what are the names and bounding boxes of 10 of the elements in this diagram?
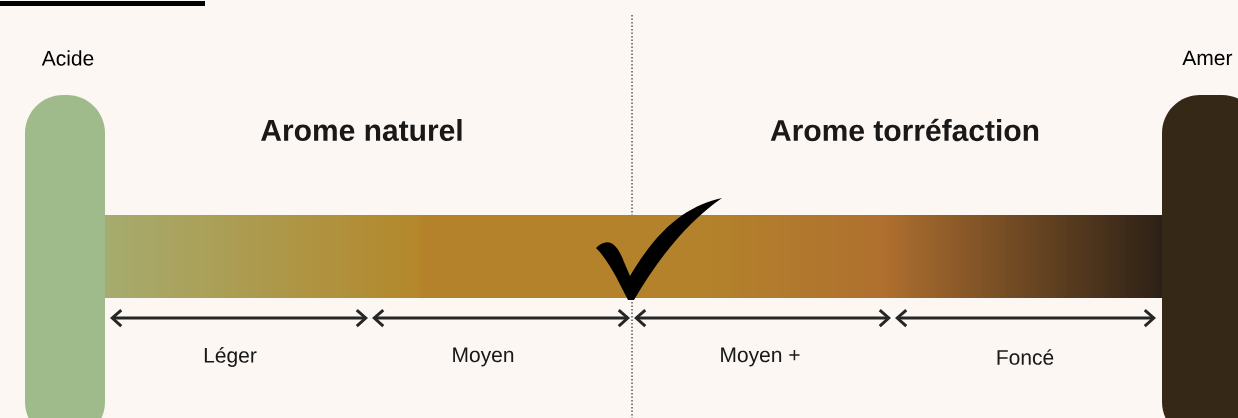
segment-label: Moyen	[453, 347, 514, 367]
end-label: Amer	[1182, 50, 1233, 66]
scale-end-bar	[25, 95, 105, 418]
end-label: Acide	[41, 50, 94, 66]
segment-label: Léger	[204, 347, 257, 367]
scale-end-bar	[1162, 95, 1238, 418]
heading: Arome torréfaction	[770, 118, 1039, 142]
heading: Arome naturel	[261, 119, 462, 141]
segment-label: Foncé	[997, 349, 1054, 365]
segment-label: Moyen +	[721, 347, 800, 367]
